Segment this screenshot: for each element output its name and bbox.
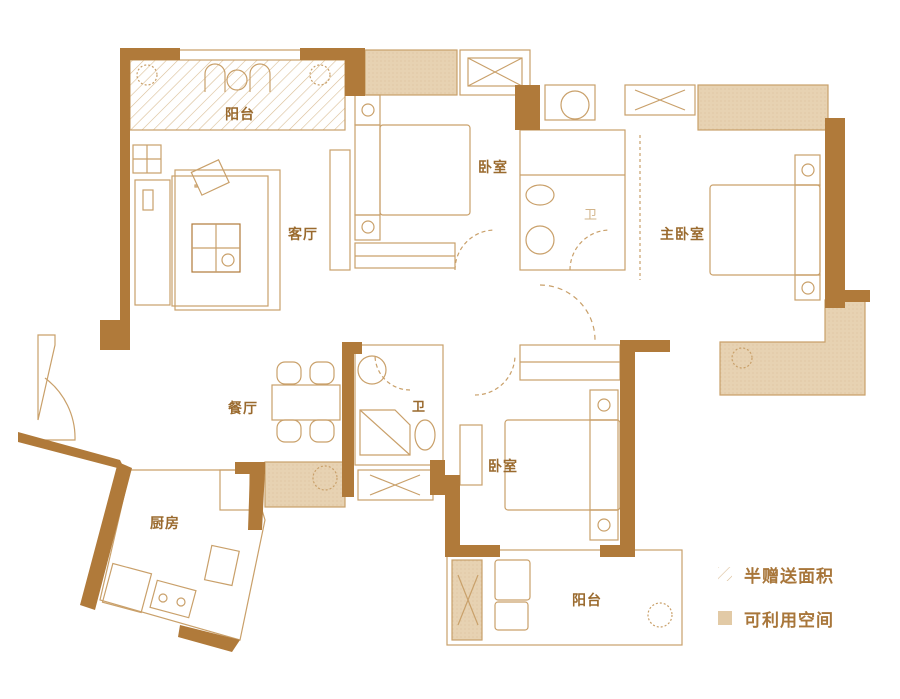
room-label-bedroom-north: 卧室 <box>478 160 508 176</box>
room-label-bathroom-shared: 卫 <box>412 400 427 415</box>
legend: 半赠送面积 可利用空间 <box>718 562 834 650</box>
room-label-master-bedroom: 主卧室 <box>660 227 705 243</box>
walls <box>18 48 870 652</box>
fill-swatch-icon <box>718 611 732 625</box>
legend-label: 可利用空间 <box>744 610 834 631</box>
balcony-top-area <box>129 59 346 131</box>
room-label-living-room: 客厅 <box>288 227 318 243</box>
room-label-bathroom-master: 卫 <box>584 208 599 223</box>
room-label-bedroom-south: 卧室 <box>488 459 518 475</box>
legend-label: 半赠送面积 <box>744 566 834 587</box>
usable-strip-master-corner <box>719 299 866 396</box>
room-label-kitchen: 厨房 <box>150 516 180 532</box>
plant-icon <box>136 64 331 86</box>
room-label-dining-room: 餐厅 <box>228 401 258 417</box>
usable-strip-top <box>364 49 458 96</box>
usable-strip-master <box>697 84 829 131</box>
room-label-balcony-top: 阳台 <box>225 107 255 123</box>
usable-strip-south <box>451 559 483 641</box>
hatch-swatch-icon <box>718 567 732 581</box>
legend-item-usable: 可利用空间 <box>718 606 834 631</box>
legend-item-half-gift: 半赠送面积 <box>718 562 834 587</box>
room-label-balcony-bottom: 阳台 <box>572 593 602 609</box>
